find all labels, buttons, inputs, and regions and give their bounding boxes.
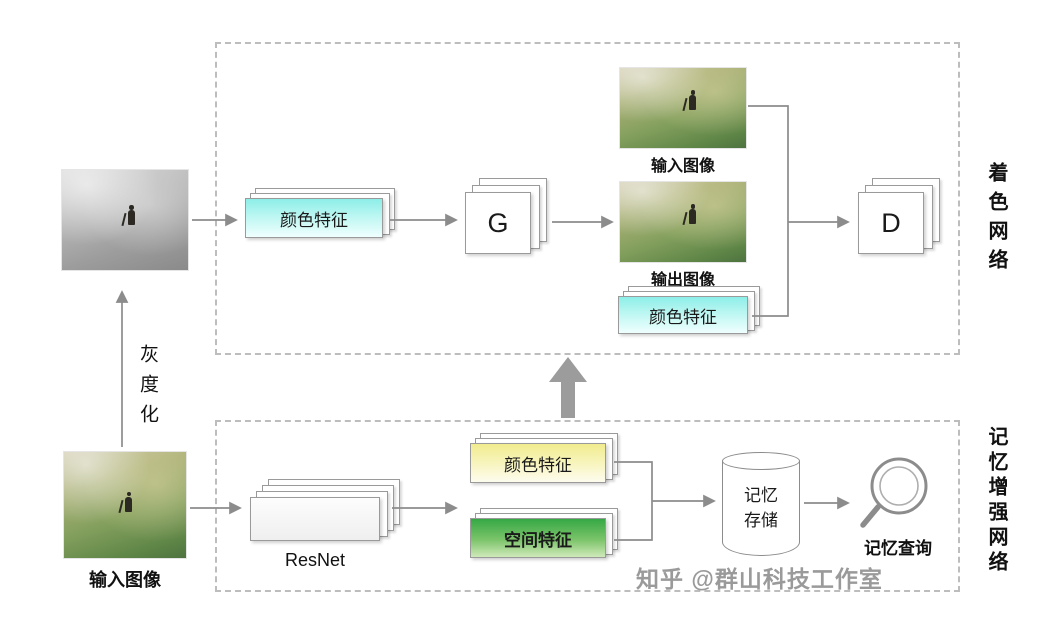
generator-stack: G [465, 178, 547, 254]
output-image [620, 182, 746, 262]
discriminator-stack: D [858, 178, 940, 254]
output-image-label: 输出图像 [650, 272, 715, 289]
grayscale-image [62, 170, 188, 270]
color-feature-stack-bottom: 颜色特征 [470, 433, 618, 483]
magnifier-icon [860, 457, 928, 528]
generator-label: G [465, 192, 531, 254]
memory-network-label: 记忆增强网络 [985, 426, 1007, 576]
top-input-image-label: 输入图像 [650, 158, 715, 175]
top-input-image [620, 68, 746, 148]
input-image [64, 452, 186, 558]
cylinder-top [722, 452, 800, 470]
color-feature-stack-right: 颜色特征 [618, 286, 760, 334]
cylinder-body [722, 461, 800, 556]
discriminator-label: D [858, 192, 924, 254]
hiker-silhouette [127, 205, 135, 225]
memory-store-cylinder: 记忆存储 [722, 452, 800, 556]
big-arrow-memory-to-colorization [549, 357, 587, 418]
input-image-label: 输入图像 [89, 570, 161, 590]
color-feature-stack-top: 颜色特征 [245, 188, 395, 238]
resnet-label: ResNet [284, 550, 346, 570]
watermark: 知乎 @群山科技工作室 [636, 566, 883, 592]
memory-network-box [215, 420, 960, 592]
color-feature-right-label: 颜色特征 [618, 296, 748, 334]
color-feature-label: 颜色特征 [245, 198, 383, 238]
colorization-network-box [215, 42, 960, 355]
colorization-network-label: 着色网络 [985, 162, 1007, 278]
hiker-silhouette [689, 90, 697, 111]
hiker-silhouette [125, 491, 132, 512]
color-feature-bottom-label: 颜色特征 [470, 443, 606, 483]
resnet-face [250, 497, 380, 541]
grayscale-process-label: 灰度化 [137, 344, 158, 434]
hiker-silhouette [689, 204, 697, 225]
spatial-feature-stack: 空间特征 [470, 508, 618, 558]
resnet-stack [250, 479, 400, 541]
spatial-feature-label: 空间特征 [470, 518, 606, 558]
memory-store-label: 记忆存储 [744, 486, 778, 530]
memory-query-label: 记忆查询 [864, 539, 932, 558]
